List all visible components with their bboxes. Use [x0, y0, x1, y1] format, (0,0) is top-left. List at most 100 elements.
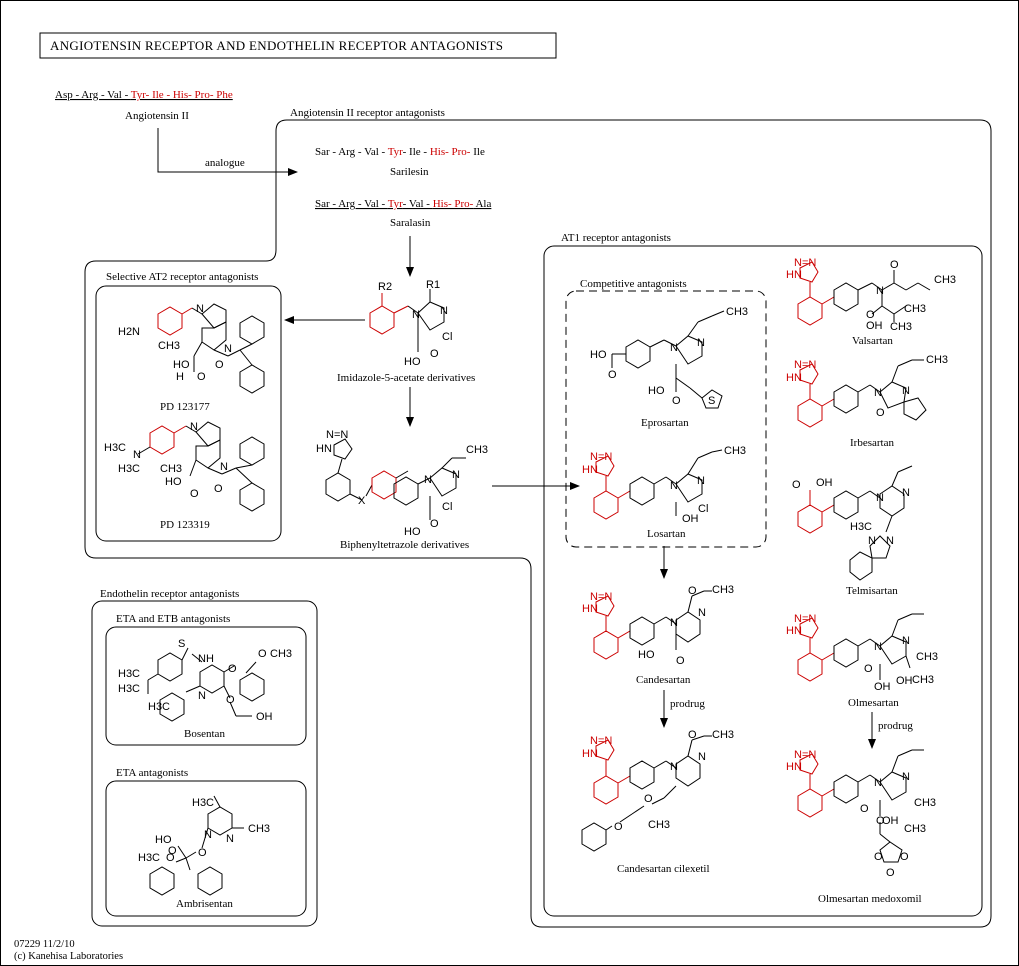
svg-text:H3C: H3C — [138, 852, 160, 864]
eta-etb-box — [105, 626, 307, 746]
footer-id: 07229 11/2/10 — [14, 939, 75, 950]
svg-text:OH: OH — [896, 675, 913, 687]
svg-text:N=N: N=N — [794, 257, 816, 269]
svg-text:N: N — [874, 777, 882, 789]
svg-text:O: O — [900, 851, 909, 863]
svg-text:S: S — [178, 638, 185, 650]
svg-text:HO: HO — [638, 649, 655, 661]
svg-text:O: O — [608, 369, 617, 381]
candesartan-structure[interactable]: N=N HN N N O CH3 HO O — [582, 584, 734, 667]
svg-text:O: O — [430, 348, 439, 360]
ambrisentan-name: Ambrisentan — [176, 898, 233, 910]
svg-text:N: N — [902, 487, 910, 499]
svg-text:CH3: CH3 — [914, 797, 936, 809]
svg-text:H3C: H3C — [850, 521, 872, 533]
svg-text:O: O — [226, 694, 235, 706]
analogue-arrow — [157, 128, 298, 176]
svg-text:CH3: CH3 — [158, 340, 180, 352]
svg-text:Cl: Cl — [698, 503, 708, 515]
svg-text:N: N — [198, 690, 206, 702]
sarilesin-name: Sarilesin — [390, 166, 429, 178]
analogue-label: analogue — [205, 157, 245, 169]
svg-text:N: N — [902, 771, 910, 783]
svg-text:CH3: CH3 — [248, 823, 270, 835]
svg-text:O: O — [215, 359, 224, 371]
biphenyl-name: Biphenyltetrazole derivatives — [340, 539, 469, 551]
sarilesin[interactable]: Sar - Arg - Val - Tyr- Ile - His- Pro- I… — [315, 146, 485, 178]
svg-text:H3C: H3C — [118, 463, 140, 475]
svg-text:O: O — [860, 803, 869, 815]
valsartan-name: Valsartan — [852, 335, 893, 347]
svg-text:O: O — [688, 729, 697, 741]
biphenyl-structure[interactable]: N=N HN X N N CH3 Cl HO O — [316, 429, 488, 538]
olmesartan-structure[interactable]: N=N HN N N O OH OH CH3 CH3 — [786, 613, 938, 693]
telmisartan-name: Telmisartan — [846, 585, 898, 597]
endothelin-box — [91, 600, 318, 927]
imidazole-structure[interactable]: R2 R1 N N Cl HO O — [369, 279, 452, 368]
olmesartan-medoxomil-structure[interactable]: N=N HN N N O O OH CH3 CH3 O O O — [786, 749, 936, 879]
competitive-box — [565, 290, 767, 548]
svg-text:O: O — [792, 479, 801, 491]
bosentan-structure[interactable]: S NH H3C H3C H3C O CH3 O N O OH — [118, 638, 292, 723]
svg-text:O: O — [644, 793, 653, 805]
svg-text:N: N — [670, 342, 678, 354]
telmisartan-structure[interactable]: O OH N N H3C N N — [792, 465, 913, 581]
ambrisentan-structure[interactable]: H3C CH3 N N HO O O H3C O — [138, 795, 270, 896]
svg-text:O: O — [876, 815, 885, 827]
eta-label: ETA antagonists — [116, 767, 188, 779]
losartan-name: Losartan — [647, 528, 686, 540]
svg-text:O: O — [890, 259, 899, 271]
svg-text:N=N: N=N — [794, 613, 816, 625]
svg-text:N: N — [868, 535, 876, 547]
irbesartan-structure[interactable]: N=N HN N N CH3 O — [786, 354, 948, 428]
svg-text:OH: OH — [816, 477, 833, 489]
svg-text:N=N: N=N — [590, 591, 612, 603]
svg-text:N: N — [902, 385, 910, 397]
angiotensin-seq-red: Tyr- Ile - His- Pro- Phe — [131, 89, 233, 101]
svg-text:HN: HN — [786, 372, 802, 384]
svg-text:CH3: CH3 — [712, 729, 734, 741]
svg-text:HO: HO — [404, 526, 421, 538]
svg-text:CH3: CH3 — [648, 819, 670, 831]
svg-text:H3C: H3C — [118, 683, 140, 695]
pd123177-structure[interactable]: H2N CH3 N HO H O O N — [118, 303, 265, 394]
svg-text:CH3: CH3 — [934, 274, 956, 286]
svg-text:NH: NH — [198, 653, 214, 665]
saralasin[interactable]: Sar - Arg - Val - Tyr- Val - His- Pro- A… — [315, 198, 491, 229]
svg-text:N: N — [876, 285, 884, 297]
valsartan-structure[interactable]: N=N HN N O CH3 OH O CH3 CH3 — [786, 257, 956, 333]
svg-text:N: N — [190, 421, 198, 433]
svg-text:Sar - Arg - Val - Tyr- Val - H: Sar - Arg - Val - Tyr- Val - His- Pro- A… — [315, 198, 491, 210]
svg-text:HN: HN — [582, 748, 598, 760]
svg-text:HN: HN — [786, 761, 802, 773]
svg-text:HN: HN — [582, 603, 598, 615]
pd123319-structure[interactable]: H3C N H3C CH3 N HO O O N — [104, 421, 265, 512]
irbesartan-name: Irbesartan — [850, 437, 894, 449]
svg-text:OH: OH — [682, 513, 699, 525]
angiotensin-ii[interactable]: Asp - Arg - Val - Tyr- Ile - His- Pro- P… — [55, 89, 233, 122]
svg-text:N=N: N=N — [590, 451, 612, 463]
page-title: ANGIOTENSIN RECEPTOR AND ENDOTHELIN RECE… — [50, 38, 503, 53]
svg-text:O: O — [258, 648, 267, 660]
svg-text:N: N — [440, 305, 448, 317]
svg-text:H3C: H3C — [118, 668, 140, 680]
footer-copyright: (c) Kanehisa Laboratories — [14, 951, 123, 962]
svg-text:N: N — [452, 469, 460, 481]
svg-text:N=N: N=N — [590, 735, 612, 747]
eprosartan-structure[interactable]: HO O N N CH3 HO O S — [590, 306, 748, 409]
selective-at2-label: Selective AT2 receptor antagonists — [106, 271, 258, 283]
svg-text:HO: HO — [155, 834, 172, 846]
at1-box — [543, 245, 983, 917]
svg-text:N: N — [874, 641, 882, 653]
svg-text:O: O — [688, 585, 697, 597]
eta-etb-label: ETA and ETB antagonists — [116, 613, 230, 625]
candesartan-cilexetil-structure[interactable]: N=N HN N N O CH3 O O CH3 — [581, 729, 734, 852]
at2-region — [84, 119, 992, 928]
svg-text:N: N — [698, 751, 706, 763]
svg-text:CH3: CH3 — [724, 445, 746, 457]
svg-text:HN: HN — [316, 443, 332, 455]
losartan-structure[interactable]: N=N HN N N CH3 Cl OH — [582, 445, 746, 525]
svg-text:HN: HN — [582, 464, 598, 476]
eta-box — [105, 780, 307, 917]
endothelin-label: Endothelin receptor antagonists — [100, 588, 239, 600]
